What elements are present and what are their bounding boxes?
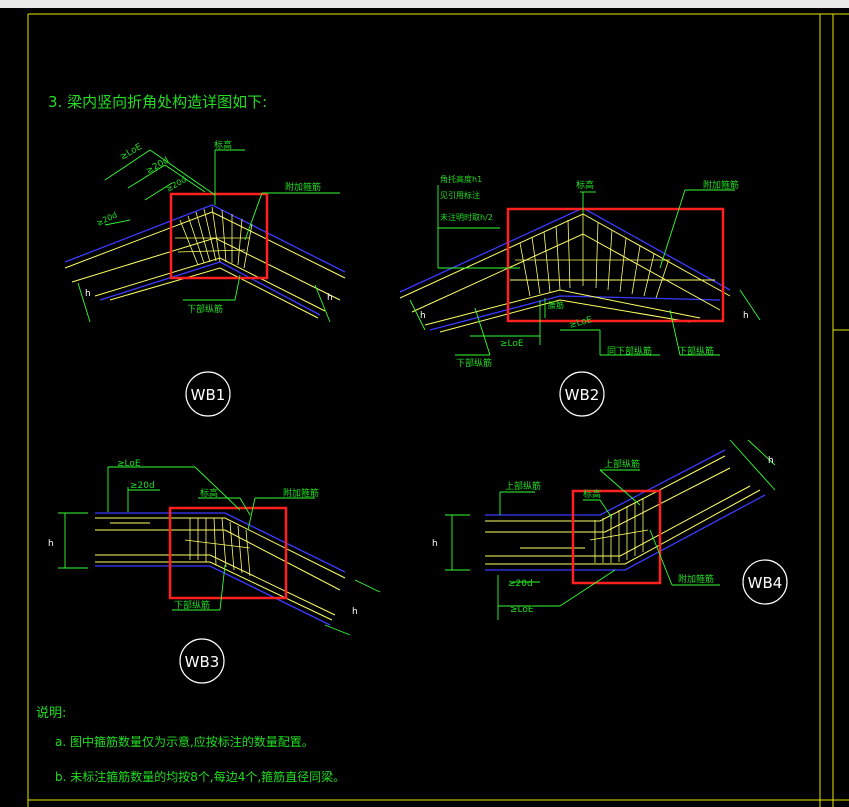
wb2-bottom-label-right: 下部纵筋 [678,345,714,357]
wb3-stirrups [184,517,251,577]
wb1-stirrup-label: 附加箍筋 [285,181,321,193]
wb1-anchor-loe: ≥LoE [119,142,145,163]
notes-item-b: b. 未标注箍筋数量的均按8个,每边4个,箍筋直径同梁。 [55,769,345,784]
wb4-beam-lines [485,455,761,565]
wb4-top-label-left: 上部纵筋 [505,480,541,492]
wb4-anchor-20d: ≥20d [508,579,533,589]
notes: 说明: a. 图中箍筋数量仅为示意,应按标注的数量配置。 b. 未标注箍筋数量的… [36,706,345,784]
wb1-annotation-lines [77,149,340,323]
wb2-stirrups [515,214,670,299]
wb4-annotation-lines [445,439,776,620]
wb4-anchor-loe: ≥LoE [510,605,534,615]
wb1-highlight-box [169,192,269,280]
window-top-bar [0,0,849,8]
cad-drawing-canvas[interactable]: 3. 梁内竖向折角处构造详图如下: [0,8,849,807]
wb4-label: WB4 [748,574,783,592]
wb2-loe-right: ≥LoE [568,315,594,331]
wb4-stirrups [589,498,649,563]
wb2-detail: 角托高度h1 见引用标注 未注明时取h/2 标高 附加箍筋 腰筋 下部纵筋 ≥L… [399,174,761,417]
wb1-anchor-20d-outer: ≥20d [145,156,171,177]
wb3-detail: ≥LoE ≥20d 标高 附加箍筋 下部纵筋 h h WB3 [48,459,381,684]
wb2-waist-label: 腰筋 [548,300,564,310]
wb4-dim-h-right: h [768,456,774,466]
wb2-label: WB2 [565,386,600,404]
wb2-label-circle [559,371,605,417]
wb3-beam-lines [95,517,346,621]
wb3-rebar-lines [95,512,346,626]
wb2-note-3: 未注明时取h/2 [440,212,493,222]
wb3-anchor-20d: ≥20d [130,481,155,491]
wb4-dim-h-left: h [432,539,438,549]
wb2-bottom-label-mid: 同下部纵筋 [607,345,652,357]
wb2-dim-h-right: h [743,311,749,321]
wb3-anchor-loe: ≥LoE [117,459,141,469]
wb3-dim-h-left: h [48,539,54,549]
wb4-highlight-box [571,489,662,585]
page-title: 3. 梁内竖向折角处构造详图如下: [48,93,267,111]
wb2-loe-left: ≥LoE [500,339,524,349]
wb1-dim-h-left: h [85,289,91,299]
wb3-stirrup-label: 附加箍筋 [283,487,319,499]
wb1-label-circle [185,371,231,417]
wb2-note-1: 角托高度h1 [440,174,482,184]
wb3-label-circle [179,638,225,684]
wb2-stirrup-label: 附加箍筋 [703,179,739,191]
wb1-anchor-20d-left: ≥20d [95,210,119,227]
wb2-top-label: 标高 [576,179,594,191]
wb1-anchor-20d-inner: ≥20d [165,175,189,194]
wb4-mid-label: 标高 [583,488,601,500]
wb3-bottom-label: 下部纵筋 [174,599,210,611]
notes-heading: 说明: [36,706,66,721]
wb4-label-circle [742,559,788,605]
wb3-label: WB3 [185,653,220,671]
notes-item-a: a. 图中箍筋数量仅为示意,应按标注的数量配置。 [55,734,314,749]
drawing-frame [27,13,849,807]
wb2-bottom-label-left: 下部纵筋 [456,357,492,369]
wb2-beam-lines [399,213,731,333]
wb4-stirrup-label: 附加箍筋 [678,573,714,585]
wb2-highlight-box [506,207,725,323]
wb1-dim-h-right: h [327,293,333,303]
wb3-top-label: 标高 [200,487,218,499]
wb2-note-2: 见引用标注 [440,190,480,200]
wb3-highlight-box [168,506,288,600]
wb1-top-label: 标高 [214,139,232,151]
wb4-rebar-lines [485,449,766,571]
wb3-dim-h-right: h [352,607,358,617]
wb1-bottom-label: 下部纵筋 [187,303,223,315]
wb2-dim-h-left: h [420,311,426,321]
wb1-stirrups [175,206,253,269]
wb1-label: WB1 [191,386,226,404]
wb3-annotation-lines [58,466,381,636]
wb1-beam-lines [64,211,346,319]
wb2-rebar-lines [399,207,731,331]
wb4-detail: 上部纵筋 上部纵筋 标高 附加箍筋 ≥20d ≥LoE h h WB4 [432,439,788,620]
wb1-detail: ≥LoE ≥20d ≥20d ≥20d 标高 附加箍筋 下部纵筋 h h WB1 [64,139,346,417]
wb2-annotation-lines [409,185,761,356]
wb4-top-label-right: 上部纵筋 [604,458,640,470]
